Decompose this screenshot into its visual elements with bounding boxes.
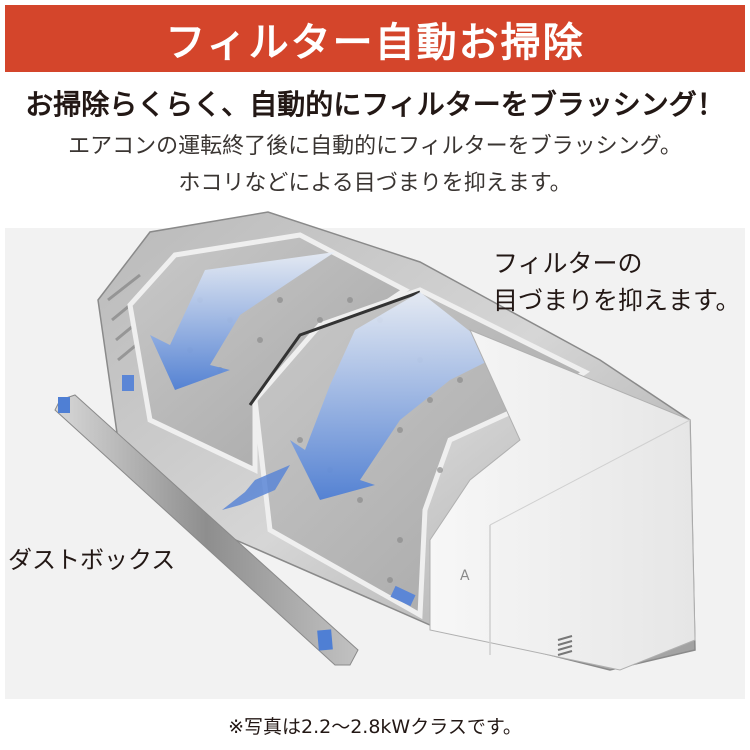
callout-line-2: 目づまりを抑えます。 bbox=[493, 286, 741, 315]
footnote: ※写真は2.2〜2.8kWクラスです。 bbox=[228, 716, 522, 738]
banner-title: フィルター自動お掃除 bbox=[165, 19, 585, 66]
title-banner: フィルター自動お掃除 bbox=[5, 5, 745, 72]
dust-box-label: ダストボックス bbox=[8, 546, 176, 574]
filter-callout: フィルターの 目づまりを抑えます。 bbox=[493, 245, 741, 319]
callout-line-1: フィルターの bbox=[493, 249, 643, 278]
description-line-1: エアコンの運転終了後に自動的にフィルターをブラッシング。 bbox=[68, 134, 682, 159]
description-line-2: ホコリなどによる目づまりを抑えます。 bbox=[178, 171, 572, 196]
headline: お掃除らくらく、自動的にフィルターをブラッシング！ bbox=[25, 88, 725, 121]
